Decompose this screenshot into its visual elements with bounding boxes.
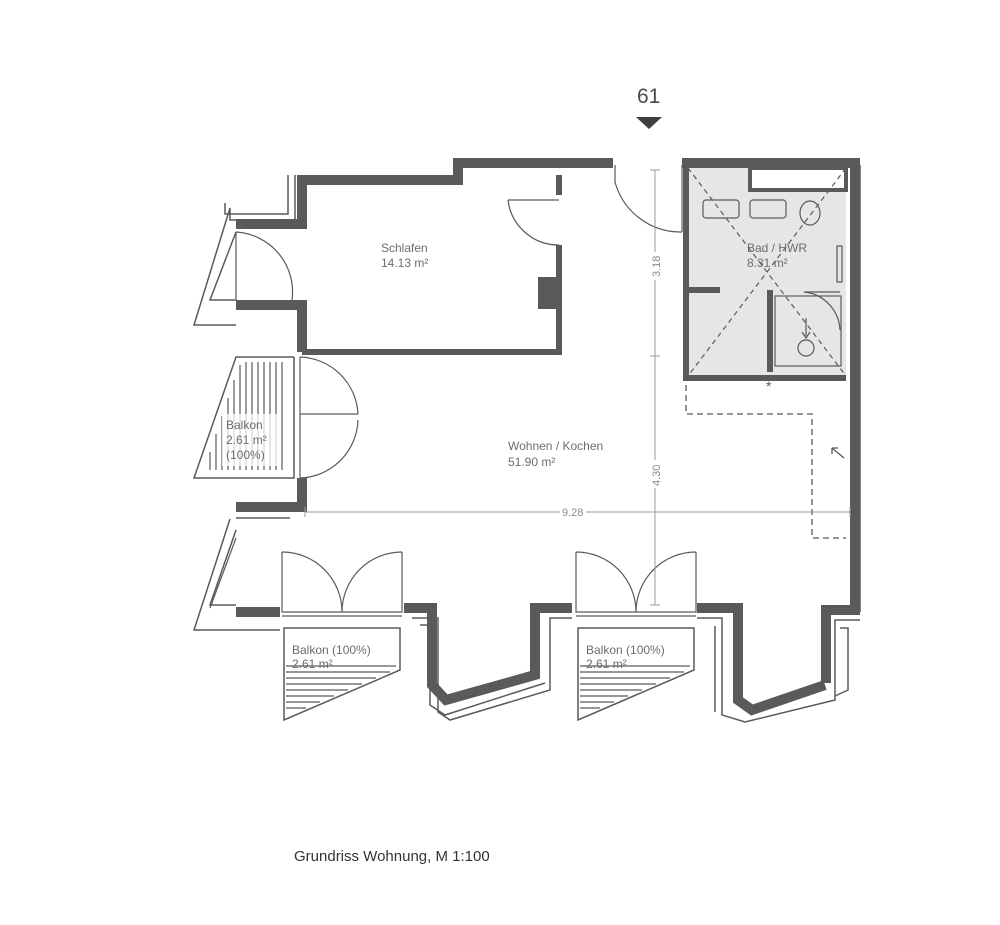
- shower-drain-icon: [797, 339, 815, 357]
- room-schlafen-name: Schlafen: [381, 241, 428, 255]
- balcony-left-name: Balkon: [226, 418, 263, 432]
- shower-tray: [774, 295, 842, 367]
- room-schlafen-area: 14.13 m²: [381, 256, 428, 270]
- dim-width-total: 9.28: [562, 507, 583, 519]
- balcony-mid-name: Balkon (100%): [292, 643, 371, 657]
- balcony-left-share: (100%): [226, 448, 265, 462]
- balcony-mid-area: 2.61 m²: [292, 657, 333, 671]
- dim-depth-upper: 3.18: [651, 256, 663, 277]
- exterior-walls: [236, 158, 860, 716]
- room-bad-area: 8.31 m²: [747, 256, 788, 270]
- washbasin-icon-2: [749, 199, 787, 219]
- balcony-right: Balkon (100%) 2.61 m²: [577, 627, 695, 722]
- room-wohnen-name: Wohnen / Kochen: [508, 439, 603, 453]
- balcony-right-area: 2.61 m²: [586, 657, 627, 671]
- washbasin-icon: [702, 199, 740, 219]
- interior-walls: [302, 163, 846, 381]
- balcony-left: Balkon 2.61 m² (100%): [209, 362, 283, 470]
- vent-icon: [831, 447, 845, 459]
- unit-number: 61: [637, 85, 660, 108]
- shaft-box: [748, 166, 848, 192]
- star-icon: *: [766, 378, 772, 394]
- facade-lines: [192, 165, 861, 723]
- entrance-arrow-icon: [636, 117, 662, 129]
- radiator-icon: [836, 245, 843, 283]
- room-bad-name: Bad / HWR: [747, 241, 807, 255]
- room-wohnen-area: 51.90 m²: [508, 455, 555, 469]
- balcony-left-area: 2.61 m²: [226, 433, 267, 447]
- plan-caption: Grundriss Wohnung, M 1:100: [294, 848, 490, 865]
- toilet-icon: [799, 200, 821, 226]
- bathroom-fixtures: [687, 167, 847, 377]
- balcony-mid: Balkon (100%) 2.61 m²: [283, 627, 401, 722]
- balcony-right-name: Balkon (100%): [586, 643, 665, 657]
- chimney-shaft: [538, 277, 556, 309]
- dim-depth-lower: 4.30: [651, 465, 663, 486]
- kitchen-outline: [685, 385, 846, 539]
- doors: [209, 165, 841, 617]
